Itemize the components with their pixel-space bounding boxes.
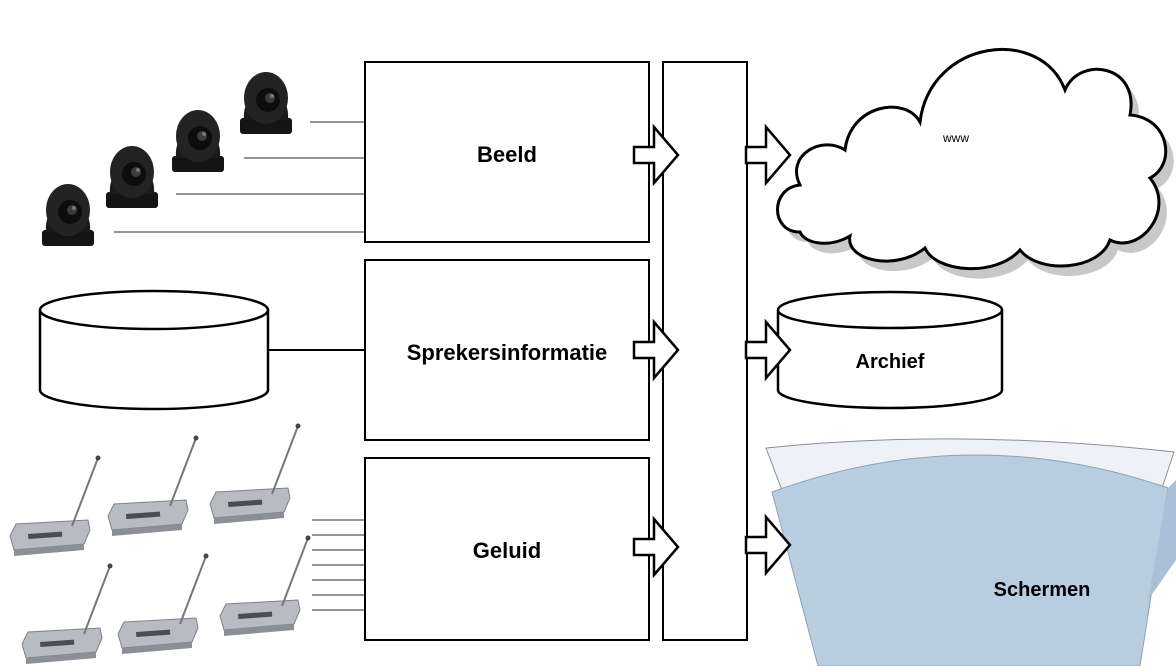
microphone-icon [219, 534, 312, 637]
block-geluid-label: Geluid [473, 538, 541, 563]
block-sprekersinformatie-label: Sprekersinformatie [407, 340, 608, 365]
schermen-label: Schermen [994, 579, 1091, 601]
microphone-icon [209, 422, 302, 525]
camera-icon [106, 146, 158, 208]
screen-icon: Schermen [765, 438, 1176, 666]
archief-database-icon: Archief [776, 290, 1004, 410]
block-geluid: Geluid [364, 457, 650, 641]
camera-icon [42, 184, 94, 246]
block-beeld: Beeld [364, 61, 650, 243]
microphone-cables [312, 519, 365, 611]
cloud-label: www [942, 131, 969, 145]
microphone-icon [9, 454, 102, 557]
database-icon [38, 289, 270, 411]
camera-cables [114, 121, 365, 233]
arrow-icon [744, 125, 792, 185]
block-sprekersinformatie: Sprekersinformatie [364, 259, 650, 441]
cloud-icon [776, 47, 1168, 270]
archief-label: Archief [856, 351, 925, 373]
microphone-icon [107, 434, 200, 537]
block-beeld-label: Beeld [477, 142, 537, 167]
camera-icon [172, 110, 224, 172]
camera-icon [240, 72, 292, 134]
microphone-icon [117, 552, 210, 655]
microphone-icon [21, 562, 114, 665]
